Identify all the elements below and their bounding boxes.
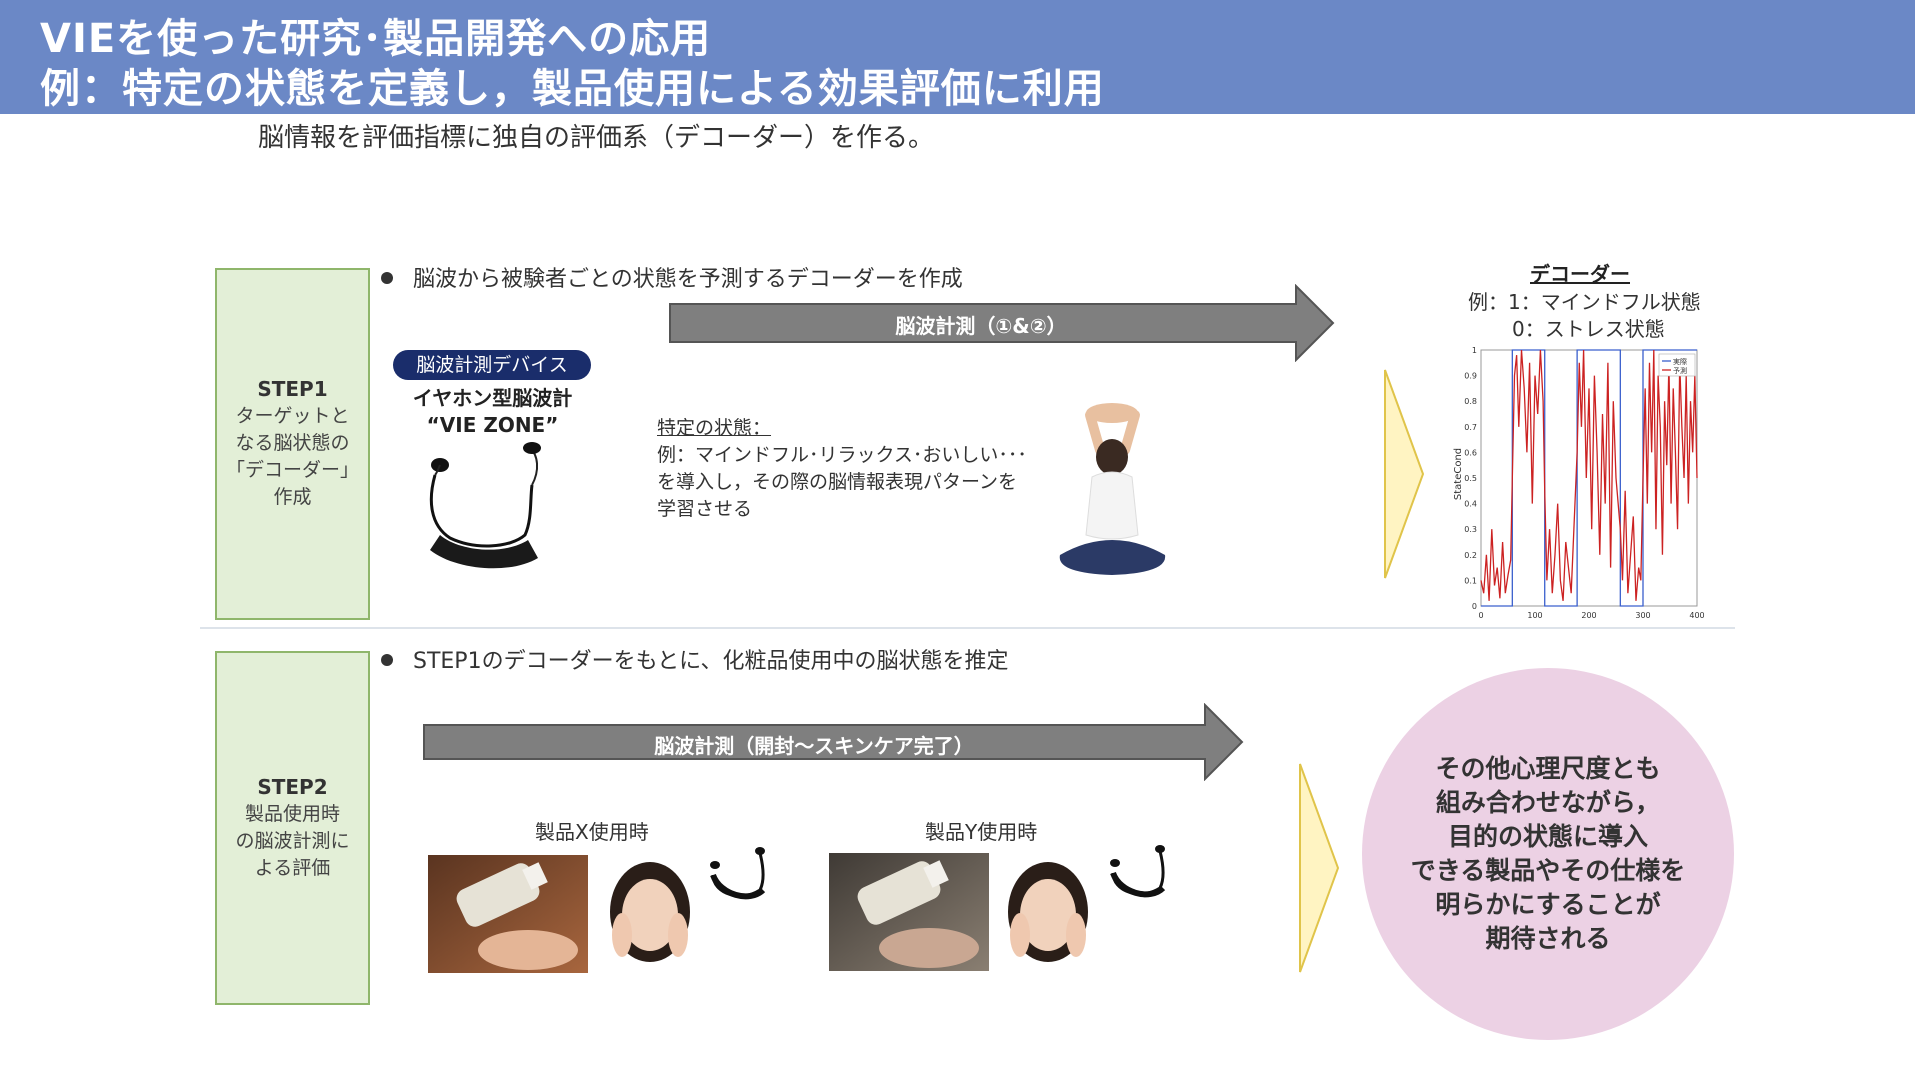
step1-description: ターゲットと なる脳状態の 「デコーダー」 作成 [225, 405, 359, 508]
step1-bullet: 脳波から被験者ごとの状態を予測するデコーダーを作成 [381, 261, 963, 293]
expectation-circle: その他心理尺度とも 組み合わせながら， 目的の状態に導入 できる製品やその仕様を… [1362, 668, 1734, 1040]
state-line2: を導入し，その際の脳情報表現パターンを [657, 471, 1018, 493]
chart-ytick-label: 0.6 [1464, 448, 1477, 457]
product-x-woman-image [610, 862, 690, 962]
chart-ytick-label: 0.3 [1464, 525, 1477, 534]
eeg-earphone-icon [429, 442, 541, 569]
product-x-earphone-icon [710, 847, 766, 900]
chart-legend-label: 実際 [1673, 357, 1687, 366]
bullet-dot-icon [381, 654, 393, 666]
step1-box: STEP1 ターゲットと なる脳状態の 「デコーダー」 作成 [215, 268, 370, 620]
state-line1: 例：マインドフル･リラックス･おいしい･･･ [657, 444, 1027, 466]
device-pill-badge: 脳波計測デバイス [393, 350, 591, 380]
step1-title: STEP1 [257, 377, 328, 401]
chart-legend-label: 予測 [1673, 366, 1687, 375]
product-y-label: 製品Y使用時 [925, 820, 1038, 844]
step2-description: 製品使用時 の脳波計測に よる評価 [235, 802, 350, 879]
state-heading: 特定の状態： [657, 417, 772, 439]
chart-ylabel: StateCond [1453, 448, 1464, 500]
decoder-title: デコーダー [1530, 262, 1630, 286]
target-state-block: 特定の状態： 例：マインドフル･リラックス･おいしい･･･ を導入し，その際の脳… [657, 415, 1027, 523]
chart-series-line [1480, 349, 1698, 601]
product-y-woman-image [1008, 862, 1088, 962]
step2-box: STEP2 製品使用時 の脳波計測に よる評価 [215, 651, 370, 1005]
chart-xtick-label: 200 [1581, 611, 1596, 620]
product-y-earphone-icon [1110, 845, 1166, 898]
chart-ytick-label: 0.9 [1464, 372, 1477, 381]
chart-xtick-label: 300 [1635, 611, 1650, 620]
chart-ytick-label: 0.4 [1464, 500, 1477, 509]
device-name-line2: “VIE ZONE” [426, 413, 559, 437]
chart-ytick-label: 0 [1472, 602, 1477, 611]
step2-bullet: STEP1のデコーダーをもとに、化粧品使用中の脳状態を推定 [381, 643, 1008, 675]
header-title-line2: 例：特定の状態を定義し，製品使用による効果評価に利用 [40, 66, 1105, 112]
device-name: イヤホン型脳波計 “VIE ZONE” [380, 385, 605, 439]
header-banner: VIEを使った研究･製品開発への応用 例：特定の状態を定義し，製品使用による効果… [0, 0, 1915, 114]
chart-xtick-label: 0 [1478, 611, 1483, 620]
expectation-text: その他心理尺度とも 組み合わせながら， 目的の状態に導入 できる製品やその仕様を… [1410, 754, 1686, 953]
chart-ytick-label: 0.2 [1464, 551, 1477, 560]
chart-ytick-label: 0.7 [1464, 423, 1477, 432]
chart-ytick-label: 1 [1472, 346, 1477, 355]
state-line3: 学習させる [657, 498, 753, 520]
product-x-bottle-image [428, 855, 588, 973]
step1-arrow-icon [669, 284, 1335, 362]
section-divider [200, 627, 1735, 629]
decoder-chart: 0 0.1 0.2 0.3 0.4 0.5 0.6 0.7 0.8 0.9 1 0 100 200 300 4… [1453, 346, 1705, 620]
step1-bullet-text: 脳波から被験者ごとの状態を予測するデコーダーを作成 [413, 267, 963, 292]
chart-series-line [1481, 349, 1697, 607]
product-y-bottle-image [829, 853, 989, 971]
step1-arrow-label: 脳波計測（①&②） [895, 314, 1067, 338]
product-x-label: 製品X使用時 [535, 820, 649, 844]
step2-arrow-icon [423, 703, 1244, 781]
device-name-line1: イヤホン型脳波計 [412, 386, 573, 410]
decoder-line1: 例：1：マインドフル状態 [1468, 290, 1701, 314]
step2-bullet-text: STEP1のデコーダーをもとに、化粧品使用中の脳状態を推定 [413, 649, 1009, 674]
chart-ytick-label: 0.5 [1464, 474, 1477, 483]
header-title-line1: VIEを使った研究･製品開発への応用 [40, 16, 712, 62]
step2-title: STEP2 [257, 774, 328, 799]
bullet-dot-icon [381, 272, 393, 284]
decoder-line2: 0：ストレス状態 [1512, 317, 1665, 341]
chart-xtick-label: 400 [1689, 611, 1704, 620]
chart-ytick-label: 0.8 [1464, 397, 1477, 406]
step2-arrow-label: 脳波計測（開封～スキンケア完了） [654, 734, 974, 758]
chart-ytick-label: 0.1 [1464, 576, 1477, 585]
chevron-2-icon [1299, 763, 1340, 973]
chevron-1-icon [1384, 369, 1425, 579]
chart-xtick-label: 100 [1527, 611, 1542, 620]
page-subtitle: 脳情報を評価指標に独自の評価系（デコーダー）を作る。 [258, 123, 935, 153]
meditating-woman-image [1059, 403, 1166, 575]
